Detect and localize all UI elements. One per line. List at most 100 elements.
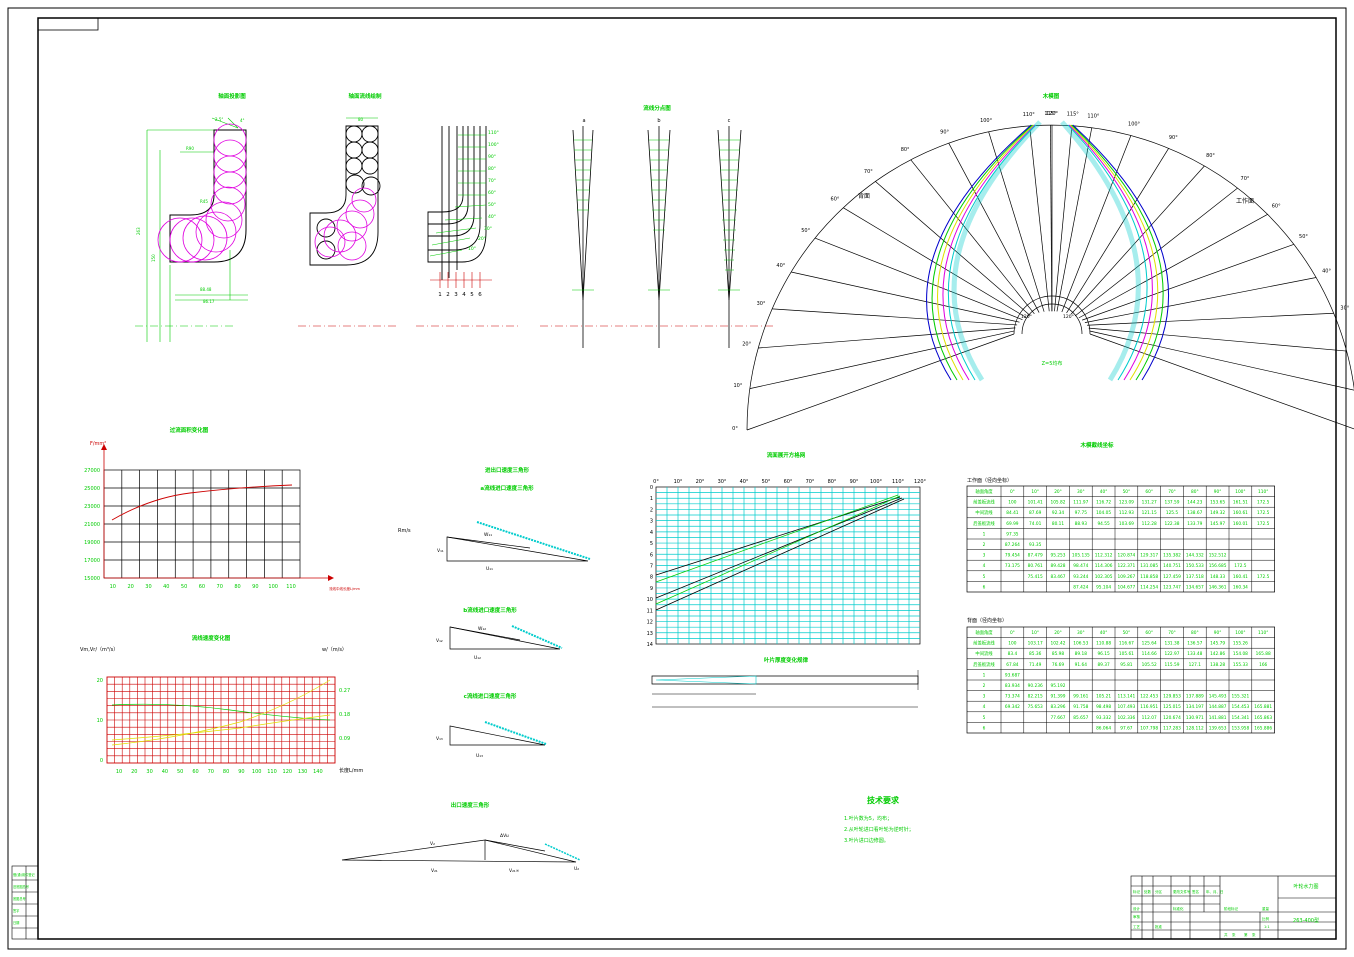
svg-text:70°: 70° (488, 178, 496, 184)
svg-text:ΔVu: ΔVu (500, 833, 509, 839)
svg-text:W₁₂: W₁₂ (478, 626, 486, 632)
table-cell: 中间流线 (975, 509, 993, 516)
svg-text:9: 9 (650, 586, 653, 592)
axial-projection-title: 轴面投影图 (218, 92, 246, 100)
svg-text:11: 11 (647, 608, 653, 614)
speed-ylabel-right: w/（m/s） (322, 647, 347, 653)
title-block-cell: 阶段标记 (1224, 906, 1239, 911)
table-cell: 140.751 (1163, 563, 1181, 569)
face-label-work: 工作面 (1236, 197, 1254, 205)
station-3: 3 (454, 292, 458, 298)
table-cell: 93.687 (1005, 672, 1020, 678)
svg-text:110°: 110° (892, 479, 905, 485)
outlet-triangle-title: 出口速度三角形 (451, 801, 490, 809)
title-block-cell: 重量 (1262, 906, 1270, 911)
svg-text:0°: 0° (653, 479, 659, 485)
fan-angle-label-left: 90° (940, 130, 949, 136)
table-cell: 75.653 (1028, 704, 1043, 710)
thickness-title: 叶片厚度变化规律 (764, 656, 809, 664)
fan-angle-label-right: 40° (1322, 269, 1331, 275)
tech-note-3: 3.叶片进口边修圆。 (844, 837, 889, 844)
hub-label-center: Z=5均布 (1042, 360, 1063, 367)
table-cell: 145.79 (1210, 641, 1225, 647)
svg-text:20: 20 (97, 678, 103, 684)
table-cell: 75.415 (1028, 574, 1043, 580)
svg-text:U₁₃: U₁₃ (476, 753, 483, 759)
fan-ray-left (749, 330, 1015, 389)
fan-angle-label-left: 10° (733, 383, 742, 389)
title-block-cell: 设计 (1133, 906, 1141, 911)
svg-text:U₁₁: U₁₁ (486, 566, 493, 572)
fan-angle-label-right: 90° (1169, 135, 1178, 141)
table-cell: 130.971 (1186, 715, 1204, 721)
side-block-cell: 底图总号 (13, 896, 26, 901)
svg-text:50°: 50° (488, 202, 496, 208)
fan-angle-label-right: 110° (1087, 114, 1100, 120)
area-xlabel: 流线中线长度L/mm (329, 586, 361, 591)
svg-text:120: 120 (283, 769, 293, 775)
title-block-cell: 批准 (1155, 924, 1163, 929)
plan-grid: 0°10°20°30°40°50°60°70°80°90°100°110°120… (647, 479, 927, 648)
title-block-cell: 标准化 (1173, 906, 1184, 911)
fan-angle-label-left: 60° (831, 196, 840, 202)
svg-text:110°: 110° (488, 130, 499, 136)
svg-text:80°: 80° (488, 166, 496, 172)
table-cell: 105.21 (1096, 694, 1111, 700)
svg-text:17000: 17000 (84, 558, 100, 564)
title-block-cell: 比例 (1262, 916, 1270, 921)
title-block-cell: 第 (1244, 932, 1248, 937)
table-cell: 83.934 (1005, 683, 1020, 689)
drawing-name: 叶轮水力图 (1293, 883, 1318, 890)
table-cell: 5 (983, 715, 986, 721)
station-4: 4 (462, 292, 466, 298)
table-cell: 95.104 (1096, 584, 1111, 590)
fan-ray-left (1029, 125, 1050, 312)
table-cell: 165.886 (1254, 725, 1272, 731)
table-cell: 6 (983, 725, 986, 731)
svg-text:5: 5 (650, 541, 653, 547)
table-cell: 154.08 (1233, 651, 1248, 657)
table-cell: 113.141 (1118, 694, 1136, 700)
table-cell: 115.59 (1164, 662, 1179, 668)
fan-ray-right (1061, 135, 1132, 313)
svg-text:40°: 40° (740, 479, 749, 485)
table-cell: 76.69 (1052, 662, 1065, 668)
outer-frame (7, 7, 1347, 950)
table-cell: 70° (1168, 630, 1176, 636)
table-cell: 166 (1259, 662, 1267, 668)
station-6: 6 (478, 292, 482, 298)
table-cell: 前盖板流线 (973, 499, 995, 506)
svg-text:100°: 100° (488, 142, 499, 148)
svg-text:U₁₂: U₁₂ (474, 655, 481, 661)
streamline-division: a b c (540, 118, 776, 348)
streamline-stations: 1 2 3 4 5 6 110° 100° 90° 80° 70° 60° 50… (416, 126, 518, 327)
table-cell: 84.41 (1006, 510, 1019, 516)
table-cell: 2 (983, 542, 986, 548)
table-cell: 117.283 (1163, 725, 1181, 731)
fan-angle-label-right: 50° (1299, 234, 1308, 240)
table-cell: 125.5 (1166, 510, 1179, 516)
table-cell: 87.264 (1005, 542, 1020, 548)
table-cell: 154.341 (1232, 715, 1250, 721)
svg-text:19000: 19000 (84, 540, 100, 546)
title-block-cell: 1:1 (1264, 925, 1270, 929)
table-cell: 129.317 (1140, 553, 1158, 559)
title-block-cell: 张 (1252, 932, 1256, 937)
table-cell: 131.27 (1142, 500, 1157, 506)
table-cell: 92.34 (1052, 510, 1065, 516)
table-cell: 94.55 (1097, 521, 1110, 527)
fan-ray-right (1088, 327, 1347, 352)
table-cell: 85.36 (1029, 651, 1042, 657)
table-cell: 172.5 (1257, 510, 1270, 516)
fan-angle-label-left: 30° (757, 301, 766, 307)
table-cell: 79.454 (1005, 553, 1020, 559)
svg-text:Rm/s: Rm/s (398, 528, 411, 534)
fan-ray-right (1089, 330, 1354, 391)
fan-ray-left (910, 159, 1035, 315)
table-cell: 150.533 (1186, 563, 1204, 569)
table-cell: 后盖板流线 (973, 661, 995, 668)
svg-text:0: 0 (650, 485, 653, 491)
